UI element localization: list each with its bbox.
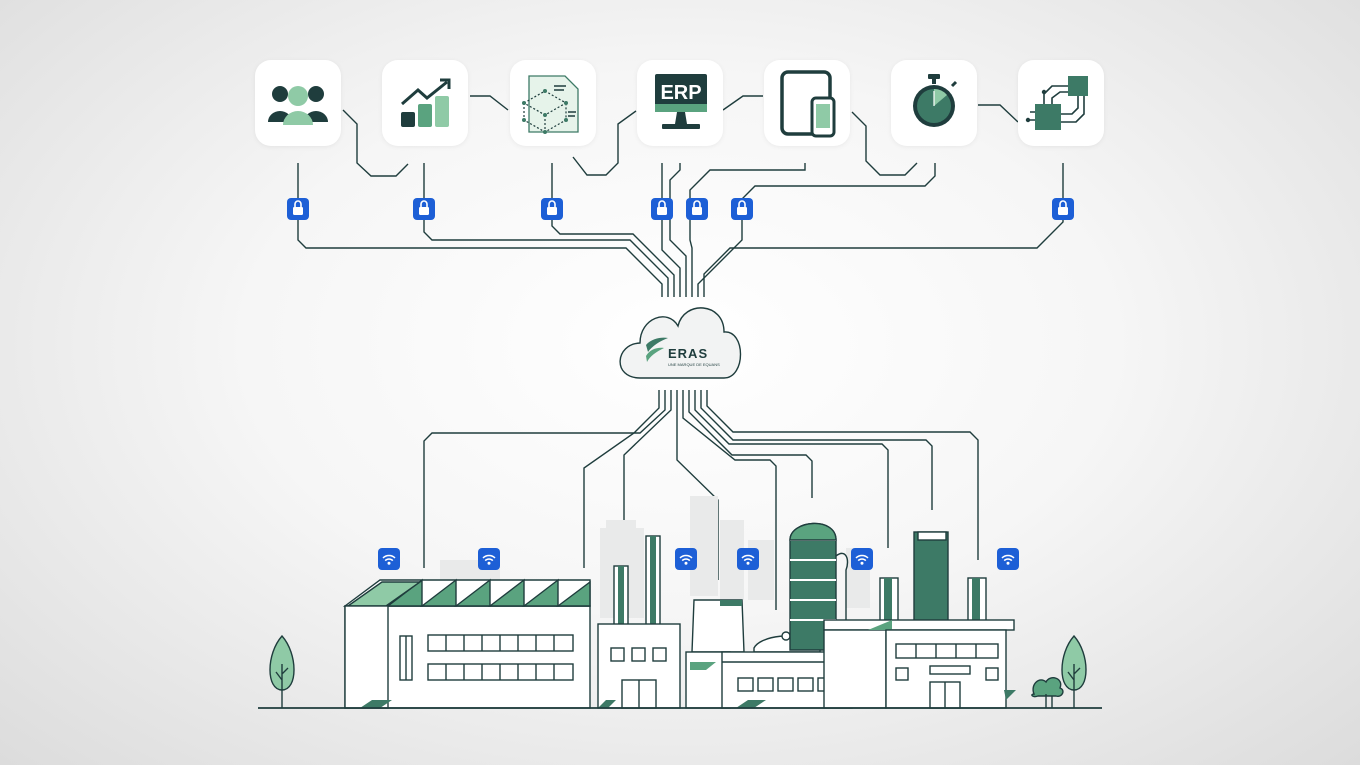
eras-logo-icon xyxy=(646,337,668,362)
cloud-hub: ERAS UNE MARQUE DE EQUANS xyxy=(619,307,742,379)
cloud-brand: ERAS xyxy=(668,346,708,361)
trees xyxy=(269,634,1087,708)
wifi-icon xyxy=(996,547,1020,571)
stopwatch-icon xyxy=(913,74,958,127)
3d-document-icon xyxy=(522,75,579,134)
erp-label: ERP xyxy=(660,82,701,104)
tree-icon xyxy=(269,634,295,708)
padlock-icon xyxy=(412,197,436,221)
wifi-icon xyxy=(377,547,401,571)
wifi-icon xyxy=(674,547,698,571)
padlock-icon xyxy=(1051,197,1075,221)
bush-icon xyxy=(1031,677,1064,708)
padlock-icon xyxy=(540,197,564,221)
factory-complex xyxy=(258,522,1102,709)
factory-middle xyxy=(597,535,681,709)
padlock-icon xyxy=(286,197,310,221)
tile-growth xyxy=(382,60,468,146)
lower-wiring xyxy=(423,390,979,610)
tablet-phone-icon xyxy=(780,70,836,138)
factory-shed xyxy=(342,578,591,709)
padlock-icon xyxy=(650,197,674,221)
factory-right xyxy=(823,531,1016,709)
factory-tank xyxy=(685,599,745,709)
tile-team xyxy=(255,60,341,146)
circuit-icon xyxy=(1025,76,1088,130)
top-icon-row: ERP xyxy=(255,60,1104,146)
tile-erp: ERP xyxy=(637,60,723,146)
tile-timer xyxy=(891,60,977,146)
tile-blueprint xyxy=(510,60,596,146)
tile-devices xyxy=(764,60,850,146)
tile-circuit xyxy=(1018,60,1104,146)
lock-badges xyxy=(286,197,1075,221)
padlock-icon xyxy=(730,197,754,221)
cloud-tagline: UNE MARQUE DE EQUANS xyxy=(668,362,720,367)
tree-icon xyxy=(1061,634,1087,708)
users-icon xyxy=(268,86,328,125)
growth-chart-icon xyxy=(401,78,451,127)
wifi-icon xyxy=(850,547,874,571)
factory-silo xyxy=(789,522,849,651)
erp-monitor-icon: ERP xyxy=(655,74,707,129)
wifi-icon xyxy=(736,547,760,571)
wifi-icon xyxy=(477,547,501,571)
cloud-icon xyxy=(619,307,742,379)
padlock-icon xyxy=(685,197,709,221)
